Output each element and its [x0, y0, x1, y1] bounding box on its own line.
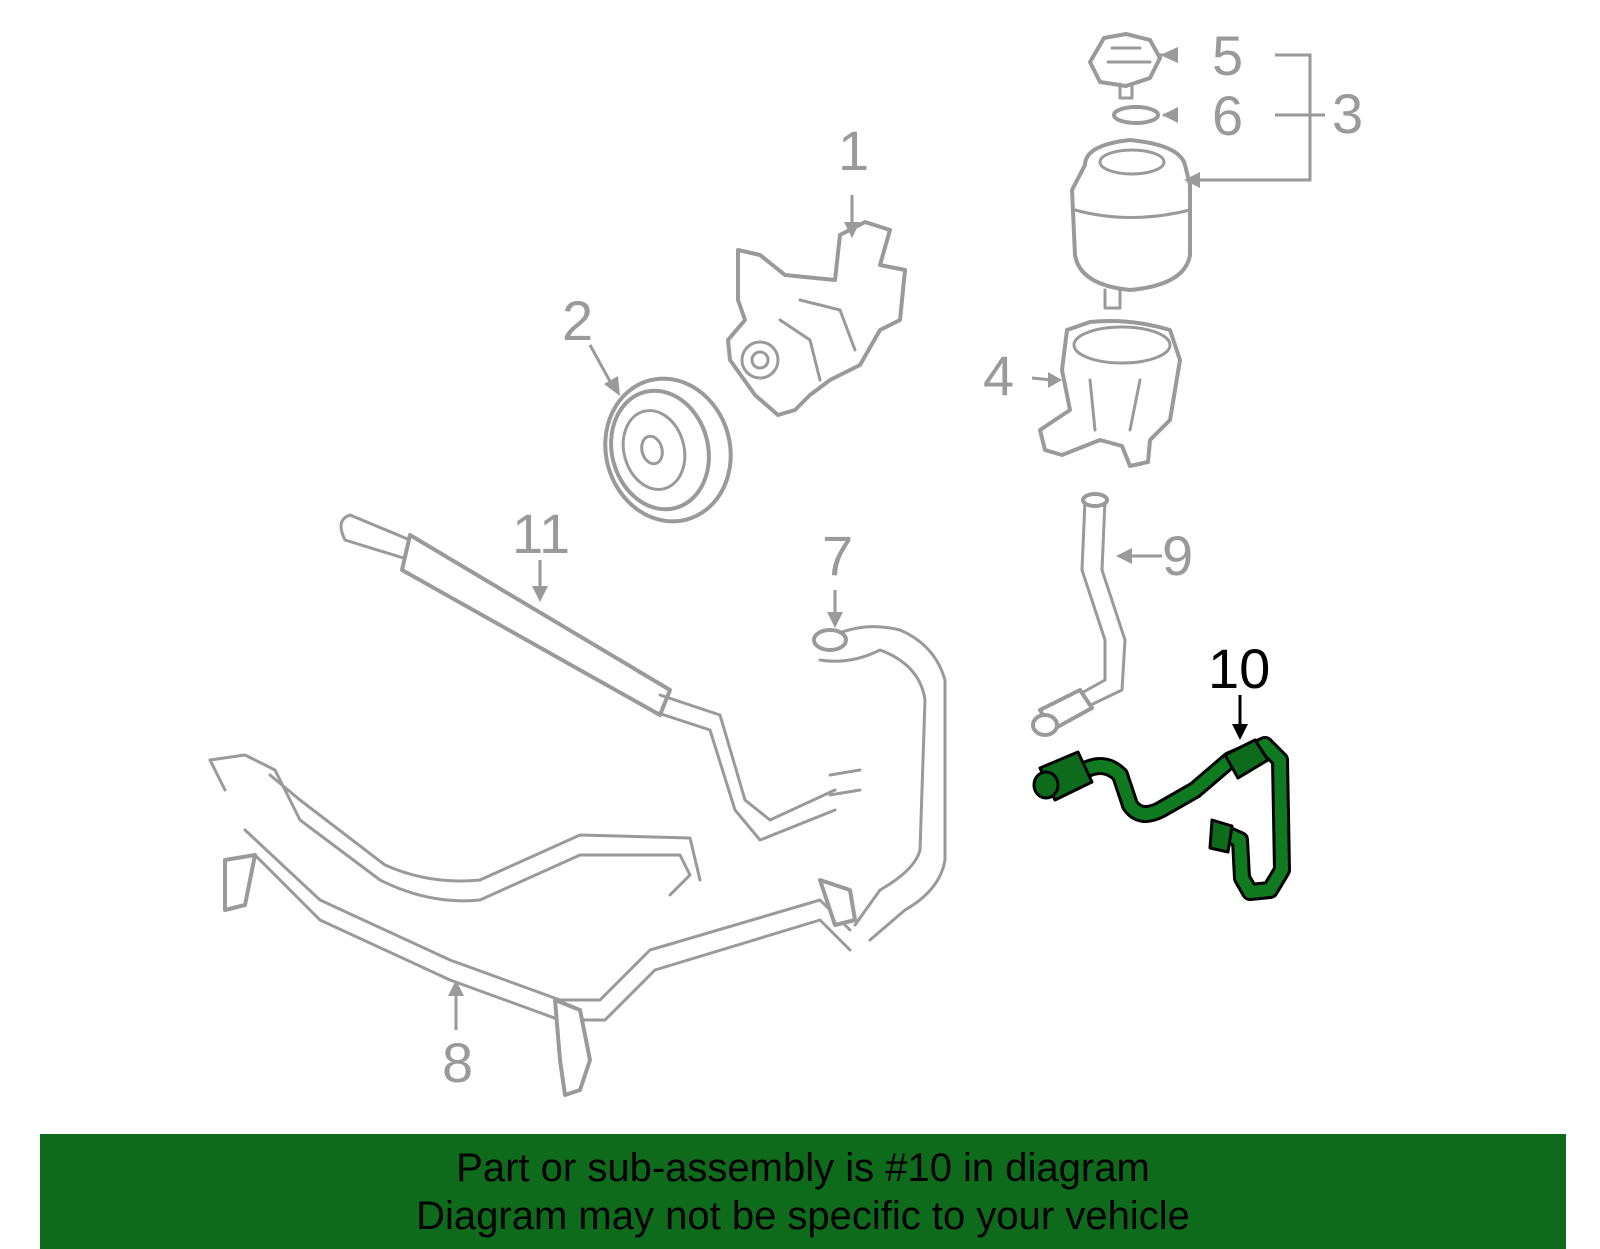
callout-1: 1: [838, 119, 869, 182]
callout-4: 4: [983, 344, 1014, 407]
part-1-pump[interactable]: [726, 220, 907, 417]
callout-10: 10: [1208, 637, 1270, 700]
part-2-pulley[interactable]: [589, 364, 746, 535]
part-8-line[interactable]: [208, 753, 857, 1097]
info-banner: Part or sub-assembly is #10 in diagram D…: [40, 1134, 1566, 1249]
callout-2: 2: [562, 289, 593, 352]
callout-9: 9: [1162, 524, 1193, 587]
callout-11: 11: [512, 502, 570, 565]
callout-8: 8: [442, 1031, 473, 1094]
callout-6: 6: [1212, 84, 1243, 147]
part-7-hose[interactable]: [812, 625, 947, 942]
part-10-hose[interactable]: [1032, 736, 1291, 901]
leader-lines: [448, 47, 1325, 1030]
part-11-cooler[interactable]: [339, 513, 862, 842]
part-9-hose[interactable]: [1031, 492, 1127, 737]
banner-line-1: Part or sub-assembly is #10 in diagram: [456, 1145, 1150, 1190]
callout-5: 5: [1212, 24, 1243, 87]
callout-7: 7: [822, 524, 853, 587]
part-5-cap[interactable]: [1088, 32, 1162, 100]
callout-3: 3: [1332, 82, 1363, 145]
part-6-seal[interactable]: [1112, 105, 1160, 125]
part-3-reservoir[interactable]: [1070, 138, 1192, 310]
part-4-bracket[interactable]: [1038, 319, 1182, 468]
banner-line-2: Diagram may not be specific to your vehi…: [416, 1193, 1190, 1238]
